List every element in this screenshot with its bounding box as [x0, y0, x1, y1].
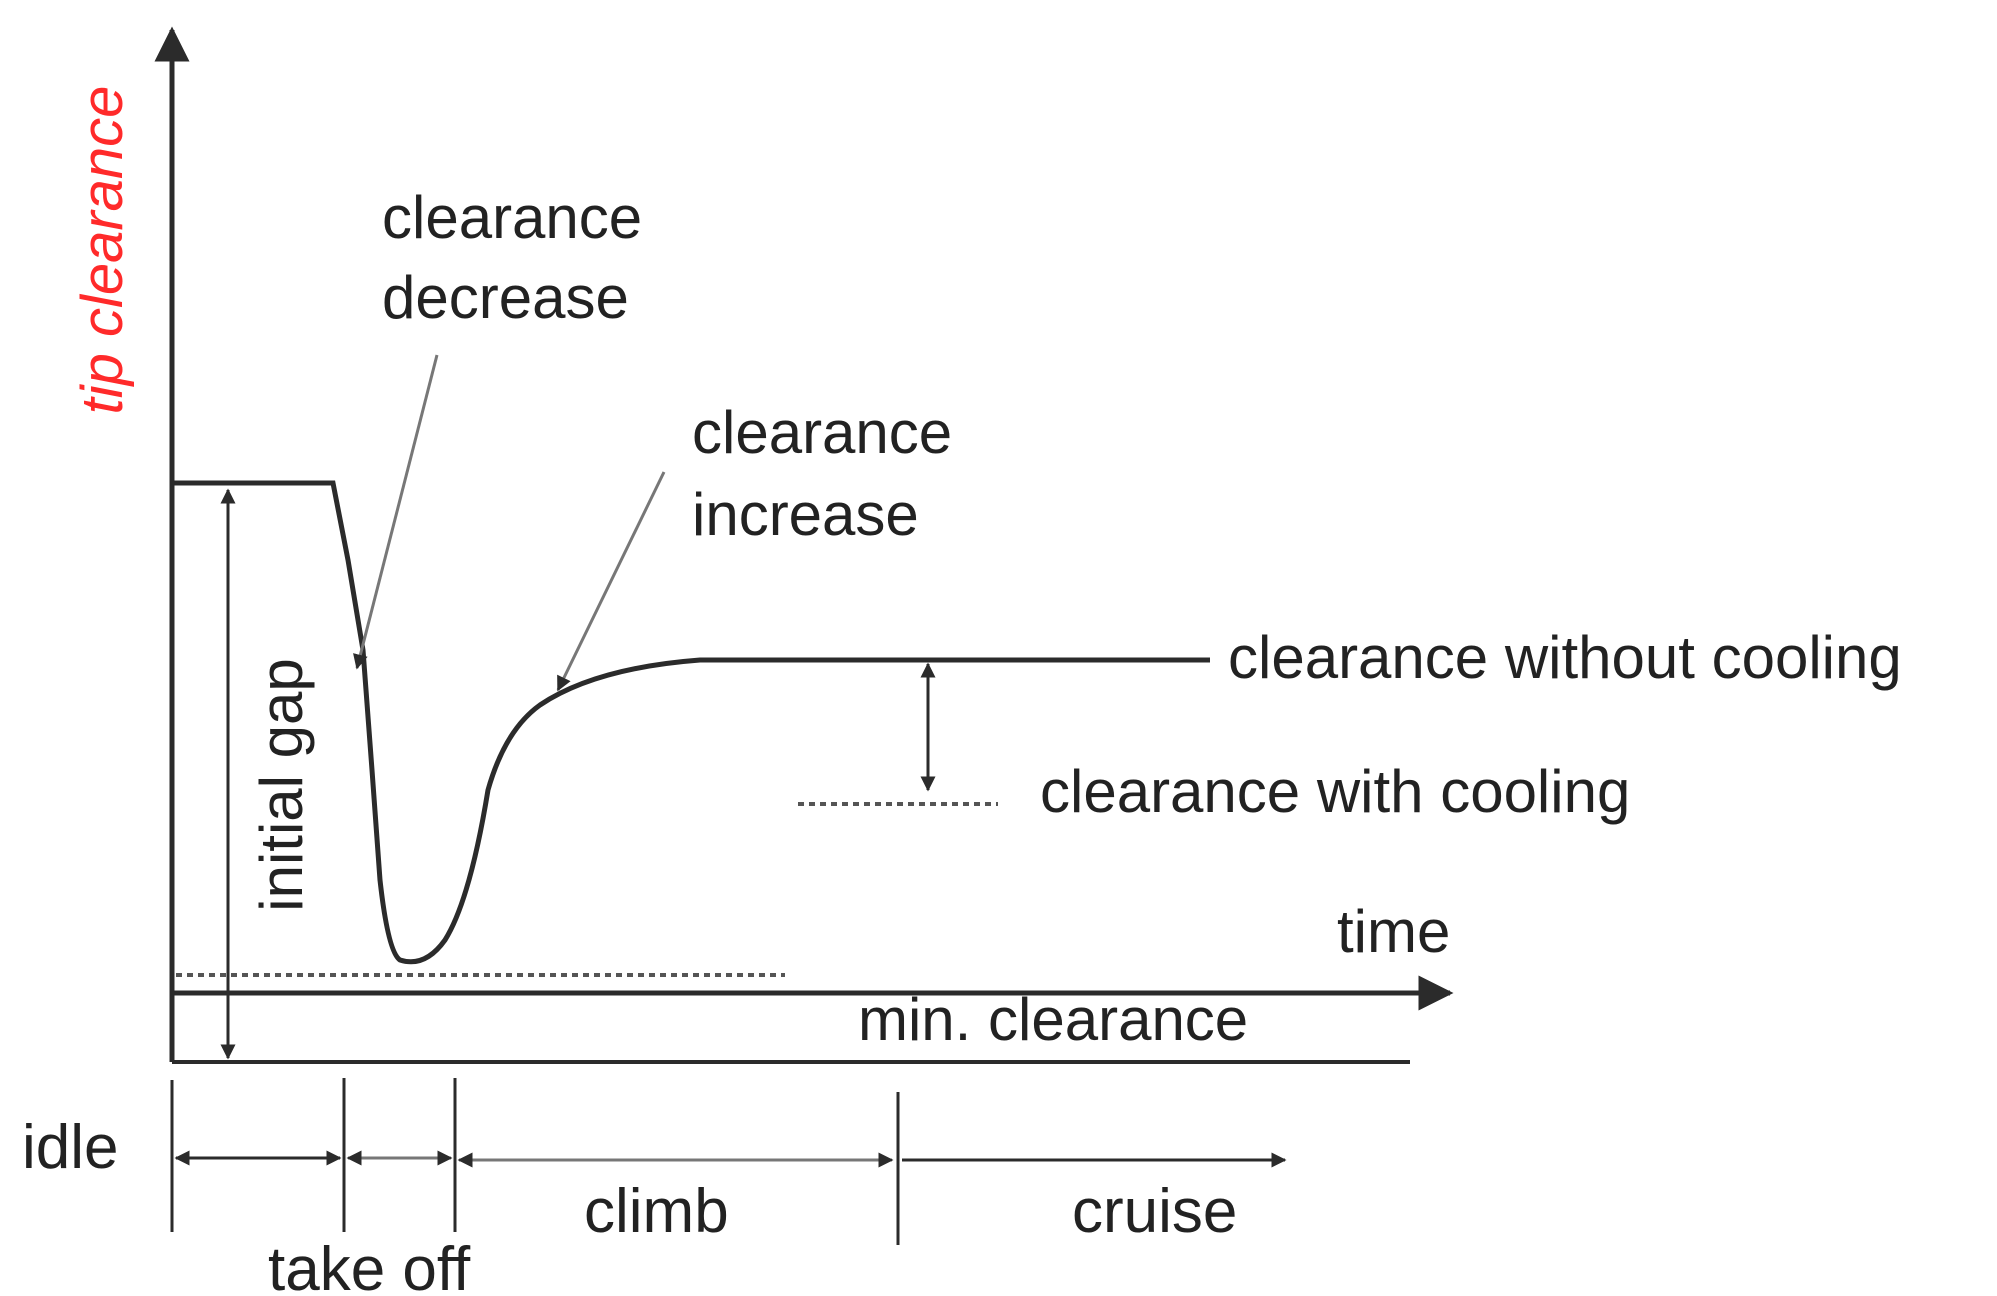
increase-pointer-arrow: [556, 471, 666, 692]
without-cooling-label: clearance without cooling: [1228, 624, 1902, 691]
initial-gap-label: initial gap: [248, 658, 315, 912]
clearance-curve: [172, 480, 1210, 965]
phase-label-climb: climb: [584, 1177, 729, 1246]
clearance-increase-label-line1: clearance: [692, 399, 952, 466]
clearance-decrease-label-line1: clearance: [382, 184, 642, 251]
x-axis-label: time: [1337, 898, 1450, 965]
clearance-decrease-label-line2: decrease: [382, 264, 629, 331]
phase-label-take-off: take off: [268, 1235, 471, 1296]
phase-label-cruise: cruise: [1072, 1177, 1237, 1246]
clearance-increase-label-line2: increase: [692, 481, 919, 548]
y-axis-label: tip clearance: [70, 86, 135, 415]
min-clearance-label: min. clearance: [858, 986, 1248, 1053]
decrease-pointer-arrow: [353, 354, 439, 670]
with-cooling-label: clearance with cooling: [1040, 758, 1630, 825]
phase-label-idle: idle: [22, 1113, 119, 1182]
